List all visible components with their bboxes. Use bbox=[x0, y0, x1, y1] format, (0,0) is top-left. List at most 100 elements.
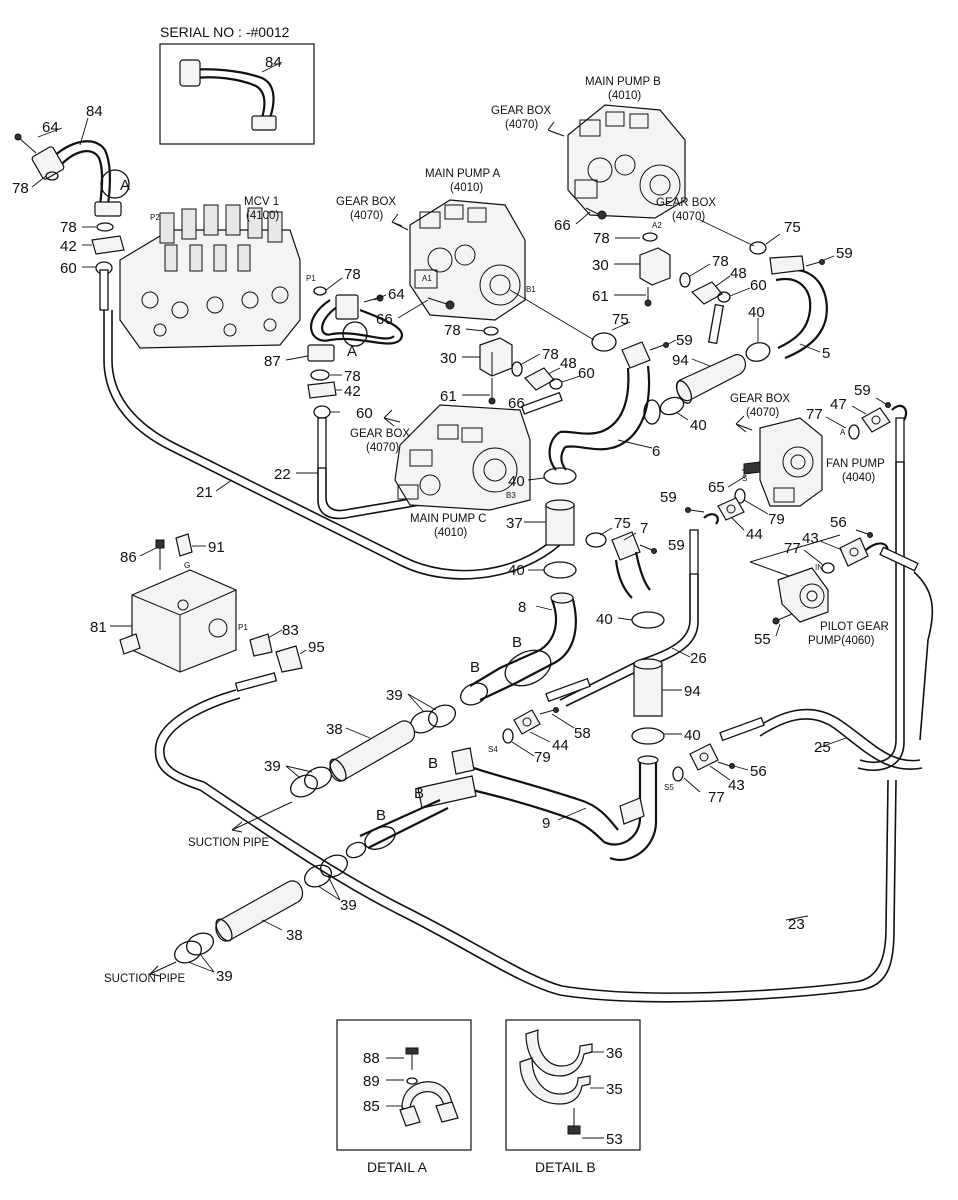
fan-pump-label-2: (4040) bbox=[842, 472, 875, 484]
part-78-f: 78 bbox=[542, 346, 559, 363]
detail-b3: B bbox=[414, 785, 424, 802]
part-53: 53 bbox=[606, 1131, 623, 1148]
part-21: 21 bbox=[196, 484, 213, 501]
part-79-a: 79 bbox=[768, 511, 785, 528]
part-39-b: 39 bbox=[264, 758, 281, 775]
part-86: 86 bbox=[120, 549, 137, 566]
detail-b5: B bbox=[428, 755, 438, 772]
main-pump-a-label-1: MAIN PUMP A bbox=[425, 168, 501, 180]
part-64-b: 64 bbox=[388, 286, 405, 303]
gear-box-b-left-label-2: (4070) bbox=[505, 119, 538, 131]
part-59-e: 59 bbox=[668, 537, 685, 554]
port-p2: P2 bbox=[150, 213, 160, 222]
part-60-c: 60 bbox=[578, 365, 595, 382]
port-in: IN bbox=[815, 563, 823, 572]
part-77-a: 77 bbox=[806, 406, 823, 423]
part-60-b: 60 bbox=[356, 405, 373, 422]
part-35: 35 bbox=[606, 1081, 623, 1098]
detail-b: 36 35 53 DETAIL B bbox=[505, 1019, 641, 1175]
part-30-a: 30 bbox=[440, 350, 457, 367]
part-48-b: 48 bbox=[730, 265, 747, 282]
gear-box-b-right-label-1: GEAR BOX bbox=[656, 197, 716, 209]
part-61-a: 61 bbox=[440, 388, 457, 405]
part-66-b: 66 bbox=[508, 395, 525, 412]
detail-a: 88 89 85 DETAIL A bbox=[336, 1019, 472, 1175]
gear-box-fan-label-1: GEAR BOX bbox=[730, 393, 790, 405]
serial-no-label: SERIAL NO : -#0012 bbox=[160, 24, 290, 40]
part-59-c: 59 bbox=[854, 382, 871, 399]
main-pump-a-assembly: MAIN PUMP A (4010) GEAR BOX (4070) A1 B1… bbox=[264, 168, 595, 520]
part-39-a: 39 bbox=[386, 687, 403, 704]
part-30-b: 30 bbox=[592, 257, 609, 274]
part-55: 55 bbox=[754, 631, 771, 648]
detail-a-label: DETAIL A bbox=[367, 1159, 428, 1175]
hose-23: 23 bbox=[199, 779, 897, 1003]
part-56-b: 56 bbox=[750, 763, 767, 780]
main-pump-c-assembly: B3 GEAR BOX (4070) MAIN PUMP C (4010) bbox=[350, 404, 531, 539]
part-58: 58 bbox=[574, 725, 591, 742]
mcv1-assembly: MCV 1 (4100) P2 P1 A 64 84 78 78 42 60 bbox=[12, 103, 316, 349]
gear-box-c-label-2: (4070) bbox=[366, 442, 399, 454]
main-pump-c-label-2: (4010) bbox=[434, 527, 467, 539]
port-s-fan: S bbox=[742, 474, 747, 483]
port-b1: B1 bbox=[526, 285, 536, 294]
part-60-d: 60 bbox=[750, 277, 767, 294]
part-78-e: 78 bbox=[444, 322, 461, 339]
part-40-f: 40 bbox=[684, 727, 701, 744]
part-40-b: 40 bbox=[508, 473, 525, 490]
port-a1: A1 bbox=[422, 274, 432, 283]
port-s4: S4 bbox=[488, 745, 498, 754]
part-43-b: 43 bbox=[728, 777, 745, 794]
part-38-b: 38 bbox=[286, 927, 303, 944]
port-g: G bbox=[184, 561, 190, 570]
part-59-b: 59 bbox=[836, 245, 853, 262]
hose-21: 21 bbox=[99, 269, 561, 580]
part-39-c: 39 bbox=[340, 897, 357, 914]
part-78-c: 78 bbox=[344, 266, 361, 283]
part-22: 22 bbox=[274, 466, 291, 483]
port-a-fan: A bbox=[840, 428, 846, 437]
part-26: 26 bbox=[690, 650, 707, 667]
suction-pipes-center: 75 59 6 94 40 75 59 40 bbox=[506, 219, 853, 579]
part-66-c: 66 bbox=[554, 217, 571, 234]
part-78-b: 78 bbox=[60, 219, 77, 236]
suction-pipe-1-label: SUCTION PIPE bbox=[188, 837, 269, 849]
part-47: 47 bbox=[830, 396, 847, 413]
part-91: 91 bbox=[208, 539, 225, 556]
gear-box-b-right-label-2: (4070) bbox=[672, 211, 705, 223]
part-78-g: 78 bbox=[593, 230, 610, 247]
part-64-tl: 64 bbox=[42, 119, 59, 136]
part-40-d: 40 bbox=[508, 562, 525, 579]
pilot-gear-pump-label-2: PUMP(4060) bbox=[808, 635, 875, 647]
serial-inset: SERIAL NO : -#0012 84 bbox=[159, 24, 315, 145]
block-81-assembly: G P1 86 91 81 83 95 bbox=[90, 533, 325, 692]
part-23: 23 bbox=[788, 916, 805, 933]
detail-b1: B bbox=[512, 634, 522, 651]
part-44-a: 44 bbox=[746, 526, 763, 543]
part-87: 87 bbox=[264, 353, 281, 370]
part-39-d: 39 bbox=[216, 968, 233, 985]
part-40-a: 40 bbox=[748, 304, 765, 321]
part-37: 37 bbox=[506, 515, 523, 532]
gear-box-a-label-1: GEAR BOX bbox=[336, 196, 396, 208]
part-77-c: 77 bbox=[708, 789, 725, 806]
detail-b4: B bbox=[376, 807, 386, 824]
part-9: 9 bbox=[542, 815, 550, 832]
part-60-a: 60 bbox=[60, 260, 77, 277]
part-38-a: 38 bbox=[326, 721, 343, 738]
part-5: 5 bbox=[822, 345, 830, 362]
gear-box-b-left-label-1: GEAR BOX bbox=[491, 105, 551, 117]
part-65: 65 bbox=[708, 479, 725, 496]
detail-b-label: DETAIL B bbox=[535, 1159, 596, 1175]
part-43-a: 43 bbox=[802, 530, 819, 547]
main-pump-c-label-1: MAIN PUMP C bbox=[410, 513, 486, 525]
part-94-a: 94 bbox=[672, 352, 689, 369]
part-75-a: 75 bbox=[612, 311, 629, 328]
part-84: 84 bbox=[86, 103, 103, 120]
fan-pump-label-1: FAN PUMP bbox=[826, 458, 885, 470]
gear-box-fan-label-2: (4070) bbox=[746, 407, 779, 419]
gear-box-a-label-2: (4070) bbox=[350, 210, 383, 222]
fan-pump-assembly: GEAR BOX (4070) FAN PUMP (4040) A S 77 4… bbox=[660, 382, 908, 771]
part-59-a: 59 bbox=[676, 332, 693, 349]
